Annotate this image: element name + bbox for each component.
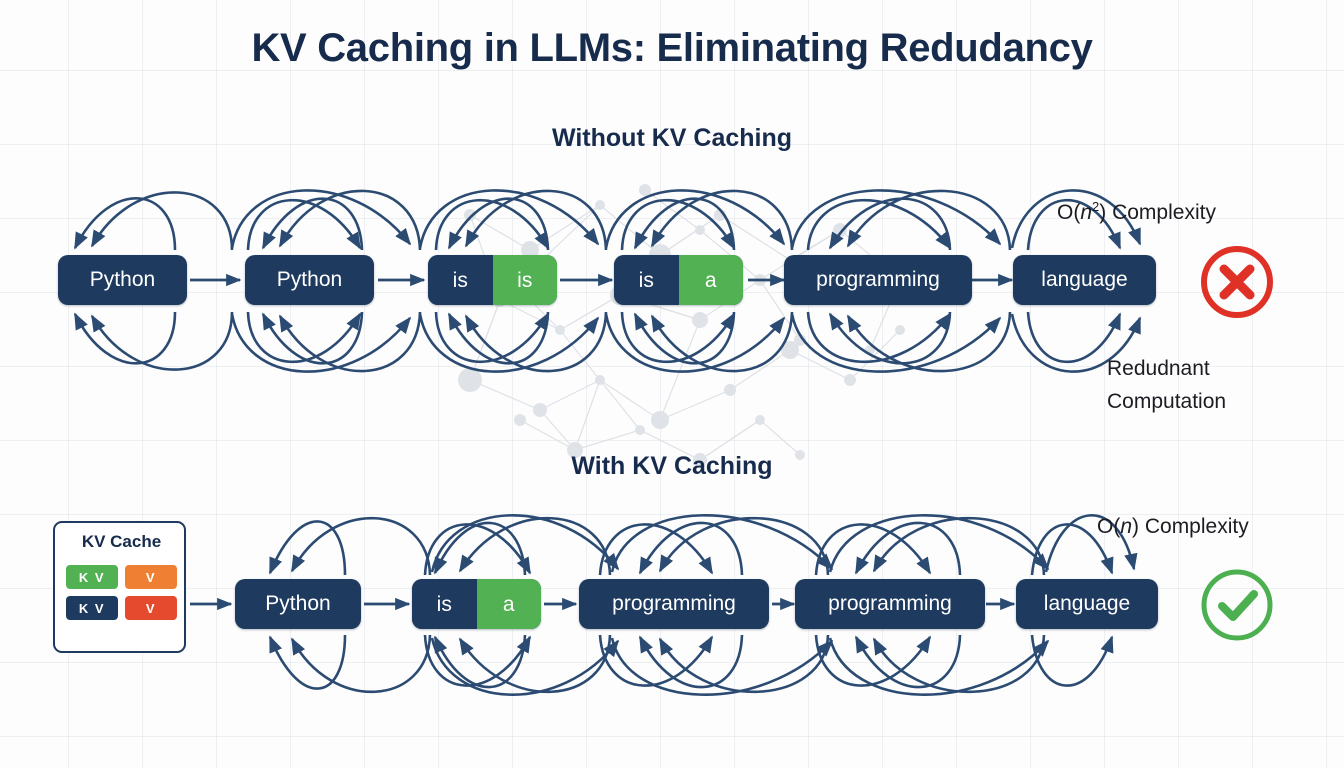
token-box[interactable]: language bbox=[1013, 255, 1156, 305]
token-label: programming bbox=[816, 268, 940, 291]
kv-cache-chip-list: K V V K V V bbox=[66, 565, 177, 620]
token-label: Python bbox=[89, 268, 156, 291]
token-label: programming bbox=[612, 592, 736, 615]
token-box[interactable]: Python bbox=[245, 255, 374, 305]
token-box-split[interactable]: is a bbox=[614, 255, 743, 305]
redundant-line-2: Computation bbox=[1107, 390, 1227, 413]
token-box[interactable]: programming bbox=[795, 579, 985, 629]
token-label: programming bbox=[828, 592, 952, 615]
token-label-cached: is bbox=[428, 255, 493, 305]
kv-cache-panel[interactable]: KV Cache K V V K V V bbox=[53, 521, 186, 653]
section-heading-without: Without KV Caching bbox=[551, 124, 793, 152]
kv-cache-title: KV Cache bbox=[81, 532, 162, 551]
token-box-split[interactable]: is a bbox=[412, 579, 541, 629]
token-label: Python bbox=[276, 268, 343, 291]
cross-circle-icon bbox=[1198, 243, 1276, 326]
redundant-line-1: Redudnant bbox=[1107, 357, 1210, 380]
complexity-prefix: O( bbox=[1057, 201, 1081, 224]
token-box[interactable]: programming bbox=[579, 579, 769, 629]
token-label-recomputed: a bbox=[476, 579, 541, 629]
complexity-variable: n bbox=[1120, 515, 1133, 538]
complexity-exponent: 2 bbox=[1092, 199, 1100, 214]
token-label-cached: is bbox=[614, 255, 679, 305]
token-label-recomputed: is bbox=[492, 255, 557, 305]
token-box[interactable]: Python bbox=[235, 579, 361, 629]
token-box[interactable]: language bbox=[1016, 579, 1158, 629]
token-label: language bbox=[1041, 268, 1128, 291]
token-label-recomputed: a bbox=[678, 255, 743, 305]
token-box[interactable]: Python bbox=[58, 255, 187, 305]
kv-chip-v-red: V bbox=[125, 596, 177, 620]
redundant-computation-note: Redudnant Computation bbox=[1107, 352, 1337, 418]
token-label-cached: is bbox=[412, 579, 477, 629]
complexity-prefix: O( bbox=[1097, 515, 1121, 538]
page-title: KV Caching in LLMs: Eliminating Redudanc… bbox=[251, 26, 1093, 70]
complexity-note-without: O(n2) Complexity bbox=[1057, 199, 1216, 225]
section-heading-with: With KV Caching bbox=[571, 452, 773, 480]
check-circle-icon bbox=[1198, 566, 1276, 649]
complexity-suffix: ) Complexity bbox=[1132, 515, 1249, 538]
token-box[interactable]: programming bbox=[784, 255, 972, 305]
token-label: language bbox=[1043, 592, 1131, 615]
kv-chip-k-green: K V bbox=[66, 565, 118, 589]
token-label: Python bbox=[265, 592, 331, 615]
token-box-split[interactable]: is is bbox=[428, 255, 557, 305]
complexity-suffix: ) Complexity bbox=[1099, 201, 1216, 224]
complexity-variable: n bbox=[1080, 201, 1093, 224]
kv-chip-k-navy: K V bbox=[66, 596, 118, 620]
complexity-note-with: O(n) Complexity bbox=[1097, 515, 1249, 539]
kv-chip-v-orange: V bbox=[125, 565, 177, 589]
